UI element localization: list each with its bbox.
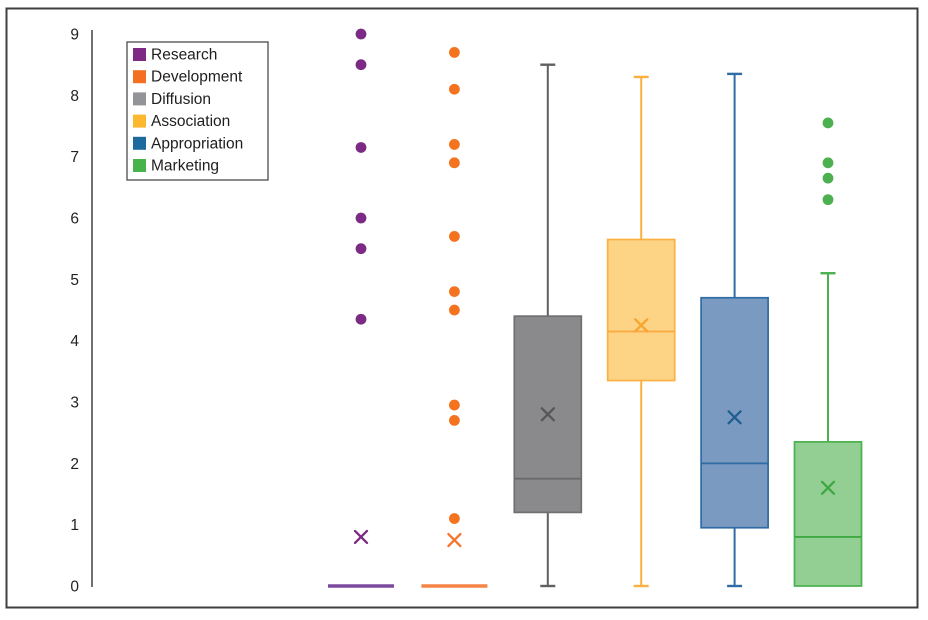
y-tick-label-6: 6 — [70, 211, 79, 228]
y-tick-label-9: 9 — [70, 27, 79, 44]
y-tick-label-1: 1 — [70, 517, 79, 534]
outlier-dot-development — [449, 139, 460, 150]
outlier-dot-marketing — [822, 157, 834, 169]
legend: ResearchDevelopmentDiffusionAssociationA… — [126, 41, 269, 181]
outlier-dot-development — [449, 157, 460, 169]
outlier-dot-development — [449, 231, 460, 242]
outlier-dot-research — [355, 243, 367, 255]
series-marketing — [793, 117, 863, 587]
mean-marker-marketing — [820, 480, 836, 496]
legend-label-development: Development — [151, 69, 243, 86]
series-appropriation — [700, 72, 769, 588]
legend-box — [126, 41, 269, 181]
outlier-dot-marketing — [822, 117, 834, 129]
legend-swatch-association — [133, 114, 146, 128]
legend-label-research: Research — [151, 47, 217, 64]
legend-label-appropriation: Appropriation — [151, 135, 243, 152]
figure-border — [5, 7, 919, 609]
outlier-dot-development — [449, 399, 460, 411]
y-tick-label-3: 3 — [70, 395, 79, 412]
y-tick-label-0: 0 — [70, 579, 79, 596]
outlier-dot-marketing — [822, 194, 834, 206]
outlier-dot-research — [355, 313, 367, 325]
series-development — [421, 47, 488, 588]
outlier-dot-research — [355, 59, 367, 71]
mean-marker-research — [353, 529, 369, 545]
y-tick-label-5: 5 — [70, 272, 79, 289]
legend-swatch-diffusion — [133, 92, 146, 106]
y-tick-label-8: 8 — [70, 88, 79, 105]
y-tick-label-2: 2 — [70, 456, 79, 473]
series-research — [328, 28, 394, 588]
outlier-dot-development — [449, 513, 460, 524]
legend-swatch-development — [133, 70, 146, 84]
box-appropriation — [700, 296, 769, 529]
mean-marker-association — [634, 318, 649, 333]
y-tick-label-4: 4 — [70, 333, 79, 350]
legend-label-marketing: Marketing — [151, 158, 219, 175]
outlier-dot-research — [355, 212, 367, 224]
legend-swatch-research — [133, 48, 146, 61]
legend-label-diffusion: Diffusion — [151, 91, 211, 108]
outlier-dot-development — [449, 286, 460, 298]
outlier-dot-research — [355, 28, 367, 40]
outlier-dot-research — [355, 142, 367, 153]
outlier-dot-development — [449, 415, 460, 426]
box-marketing — [793, 441, 863, 587]
legend-swatch-marketing — [133, 159, 146, 172]
mean-marker-development — [447, 532, 462, 548]
legend-swatch-appropriation — [133, 136, 146, 150]
outlier-dot-marketing — [822, 172, 834, 184]
outlier-dot-development — [449, 83, 460, 95]
legend-label-association: Association — [151, 113, 230, 130]
series-diffusion — [513, 63, 583, 588]
box-association — [606, 238, 676, 382]
outlier-dot-development — [449, 47, 460, 58]
series-association — [606, 75, 676, 588]
mean-marker-appropriation — [727, 410, 742, 425]
outlier-dot-development — [449, 304, 460, 316]
mean-marker-diffusion — [540, 407, 555, 422]
y-tick-label-7: 7 — [70, 149, 79, 166]
